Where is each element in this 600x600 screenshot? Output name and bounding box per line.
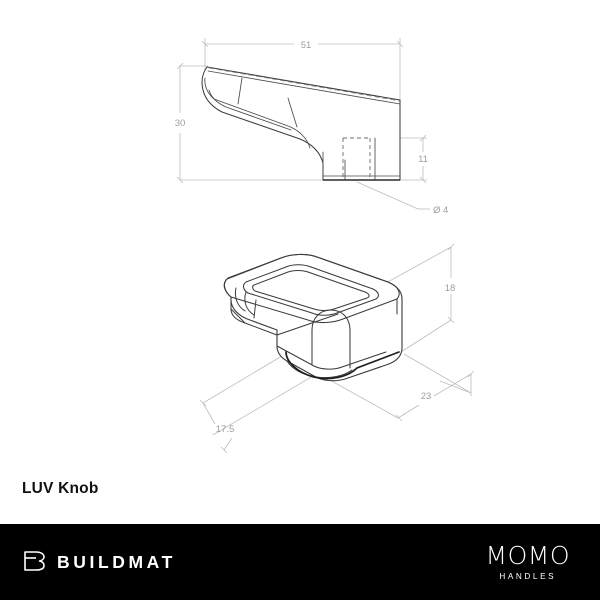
technical-drawing-svg: 51 30 11 Ø 4	[175, 38, 475, 454]
isometric-post-bottom-edge	[285, 351, 400, 380]
dimension-label-23: 23	[421, 391, 432, 402]
dimension-label-diameter-4: Ø 4	[433, 205, 448, 216]
buildmat-b-mark-icon	[24, 551, 45, 571]
dimension-label-51: 51	[301, 40, 312, 51]
isometric-dimension-lines	[199, 243, 475, 454]
isometric-cap-skirt	[230, 287, 403, 349]
dimension-label-11: 11	[418, 154, 428, 165]
side-elevation-view: 51 30 11 Ø 4	[175, 38, 448, 216]
side-view-detail-lines	[204, 70, 401, 181]
side-view-hidden-bore	[342, 137, 371, 180]
dimension-label-17-5: 17.5	[216, 424, 235, 435]
technical-drawing-canvas: 51 30 11 Ø 4	[175, 38, 475, 454]
momo-wordmark: MOMO	[485, 541, 570, 570]
momo-subtext: HANDLES	[499, 572, 557, 581]
side-view-knob-outline	[201, 66, 401, 181]
side-view-hidden-top-edge	[208, 67, 401, 102]
page-title: LUV Knob	[22, 480, 99, 497]
isometric-view: 18 23 17.5	[199, 243, 475, 454]
dimension-label-30: 30	[175, 118, 186, 129]
momo-logo: MOMO HANDLES	[486, 543, 571, 581]
dimension-label-18: 18	[445, 283, 456, 294]
buildmat-logo: BUILDMAT	[22, 550, 176, 574]
footer-bar: BUILDMAT MOMO HANDLES	[0, 524, 600, 600]
buildmat-wordmark: BUILDMAT	[57, 551, 176, 572]
